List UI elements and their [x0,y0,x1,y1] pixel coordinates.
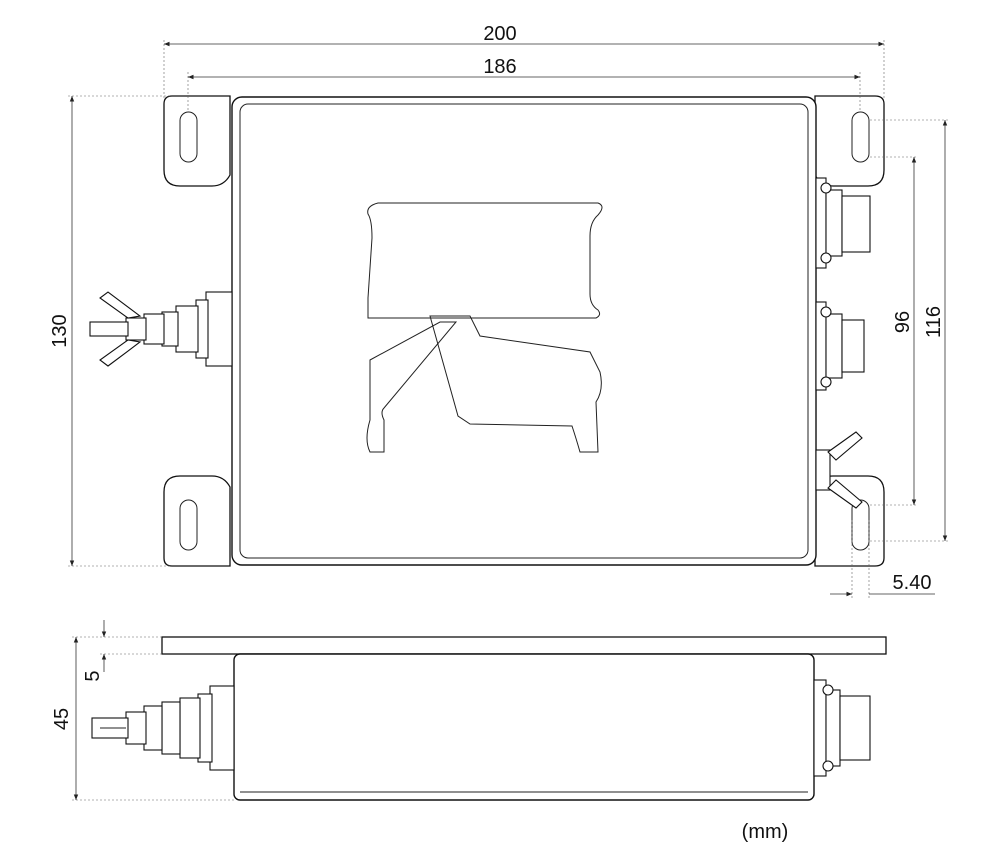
slot-hole-top-right [851,111,870,163]
side-mounting-plate [161,636,887,655]
enclosure-body [231,96,817,566]
left-terminal [89,291,233,367]
right-terminal-wingnut [815,431,863,509]
right-connector-top [815,177,871,269]
units-label: (mm) [742,821,789,843]
side-left-terminal [91,685,235,771]
dim-plate-thickness: 5 [82,670,104,681]
top-view [89,95,885,567]
side-enclosure-body [233,653,815,801]
side-view [91,636,887,801]
dim-connector-spacing: 96 [892,311,914,333]
mounting-flange-top-right [814,95,885,187]
dim-hole-spacing-height: 116 [923,306,945,338]
dim-overall-height: 130 [49,314,71,347]
slot-hole-top-left [179,111,198,163]
dim-overall-width: 200 [483,23,516,45]
right-connector-middle [815,301,865,391]
side-right-connector [813,679,871,777]
dim-slot-offset: 5.40 [893,572,932,594]
dimension-lines-side [72,620,234,801]
dim-overall-depth: 45 [51,708,73,730]
dimension-lines-top [68,40,950,598]
slot-hole-bottom-left [179,499,198,551]
enclosure-lid [239,103,809,559]
logo-emboss [366,202,603,453]
dim-hole-spacing-width: 186 [483,56,516,78]
